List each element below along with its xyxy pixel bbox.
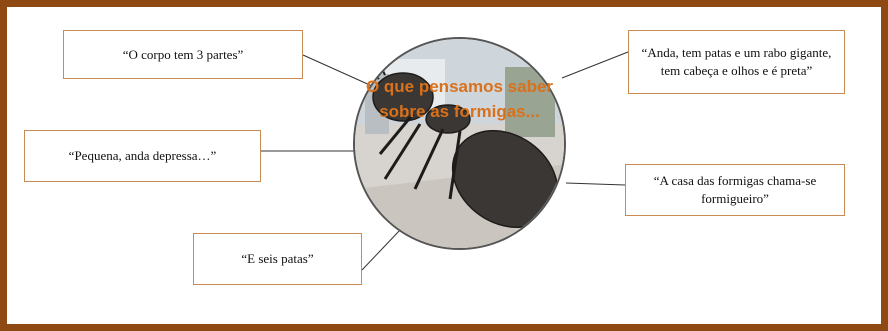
note-box-corpo: “O corpo tem 3 partes”	[63, 30, 303, 79]
connector-anda	[561, 51, 629, 79]
note-text-patas: “E seis patas”	[241, 251, 314, 266]
ant-shape	[356, 46, 559, 229]
note-box-patas: “E seis patas”	[193, 233, 362, 285]
note-box-pequena: “Pequena, anda depressa…”	[24, 130, 261, 182]
note-text-anda: “Anda, tem patas e um rabo gigante, tem …	[641, 45, 832, 78]
note-text-casa: “A casa das formigas chama-se formigueir…	[653, 173, 817, 206]
ant-illustration	[355, 39, 564, 248]
note-box-anda: “Anda, tem patas e um rabo gigante, tem …	[628, 30, 845, 94]
ant-photo-circle	[353, 37, 566, 250]
note-box-casa: “A casa das formigas chama-se formigueir…	[625, 164, 845, 216]
center-title: O que pensamos saber sobre as formigas..…	[365, 77, 554, 121]
connector-casa	[565, 182, 626, 186]
note-text-pequena: “Pequena, anda depressa…”	[68, 148, 217, 163]
note-text-corpo: “O corpo tem 3 partes”	[122, 46, 244, 62]
